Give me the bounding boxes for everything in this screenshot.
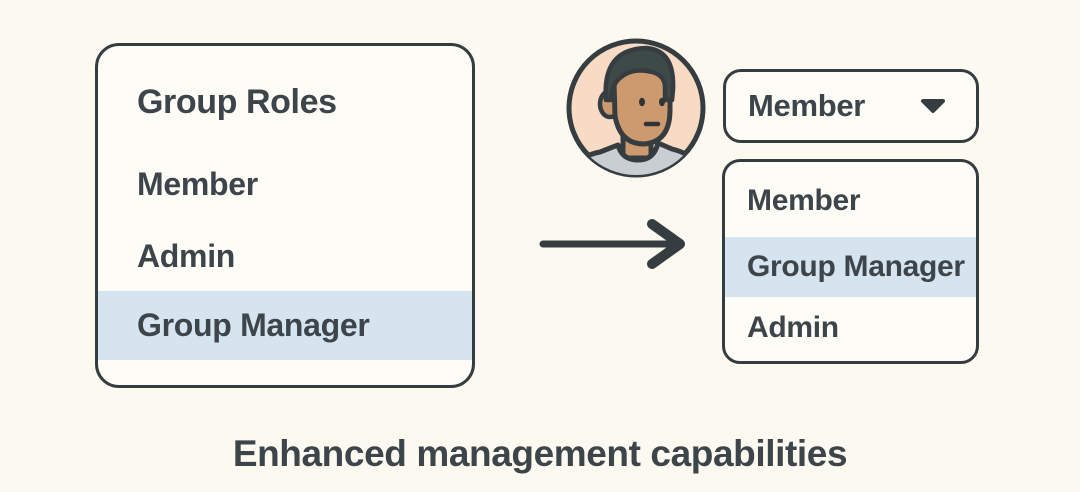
caret-down-icon	[920, 98, 946, 114]
role-item-group-manager[interactable]: Group Manager	[98, 291, 472, 360]
role-dropdown-list: Member Group Manager Admin	[722, 159, 979, 364]
arrow-right-icon	[538, 218, 688, 270]
role-item-admin[interactable]: Admin	[137, 238, 236, 274]
group-roles-panel: Group Roles Member Admin Group Manager	[95, 43, 475, 388]
dropdown-option-admin[interactable]: Admin	[747, 311, 839, 344]
dropdown-option-group-manager[interactable]: Group Manager	[725, 237, 976, 297]
person-avatar-icon	[562, 34, 710, 182]
caption-text: Enhanced management capabilities	[232, 433, 848, 474]
role-dropdown-button[interactable]: Member	[723, 69, 979, 143]
role-item-member[interactable]: Member	[137, 166, 258, 202]
dropdown-option-member[interactable]: Member	[747, 184, 861, 217]
role-dropdown-selected-value: Member	[748, 88, 866, 123]
group-roles-title: Group Roles	[137, 83, 337, 121]
